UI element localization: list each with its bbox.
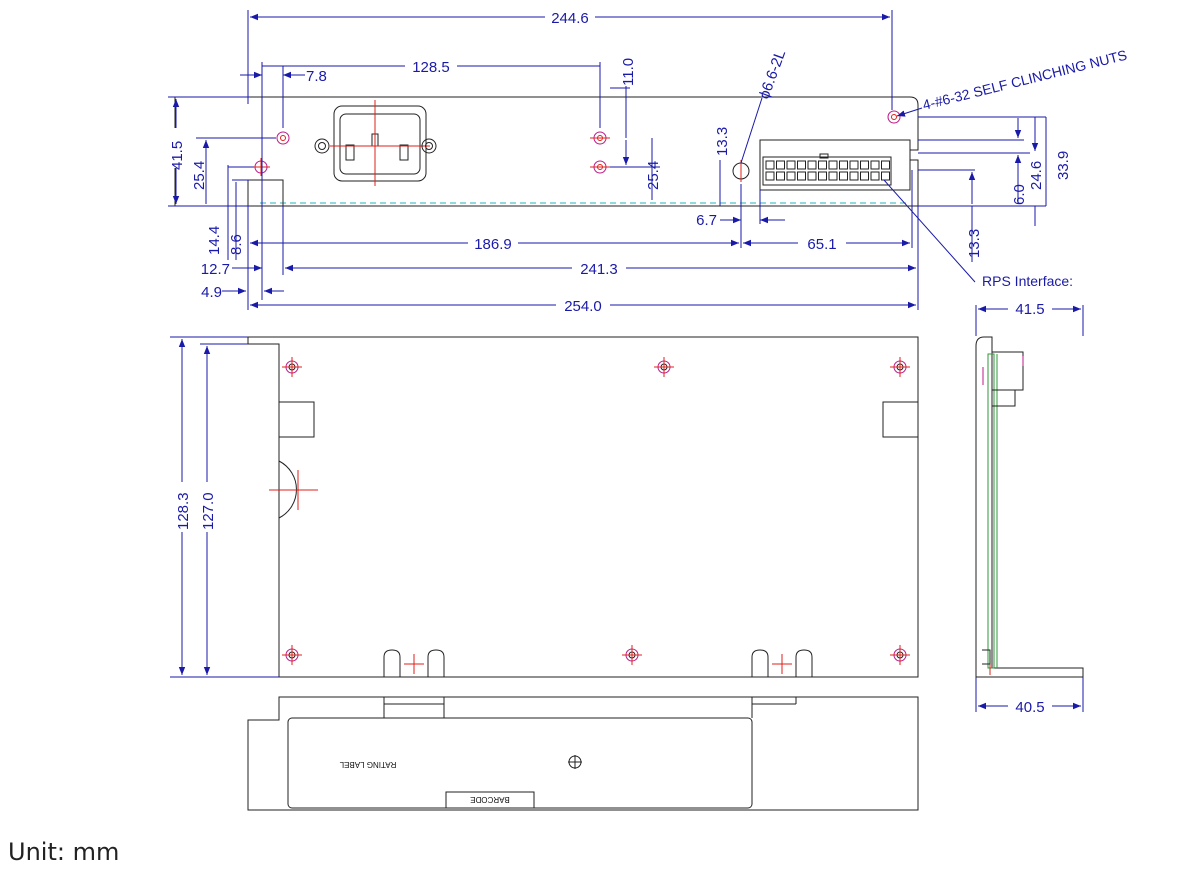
dim-25-4-right: 25.4	[645, 161, 662, 190]
dim-244-6: 244.6	[551, 10, 589, 27]
ac-inlet	[314, 100, 437, 186]
dim-241-3: 241.3	[580, 261, 618, 278]
mounting-hole	[890, 357, 910, 377]
dim-6-0: 6.0	[1011, 184, 1028, 205]
dim-65-1: 65.1	[807, 236, 836, 253]
mounting-hole	[890, 645, 910, 665]
dim-24-6: 24.6	[1028, 161, 1045, 190]
dim-4-9: 4.9	[201, 284, 222, 301]
rps-interface-label: RPS Interface:	[982, 273, 1073, 289]
dim-12-7: 12.7	[201, 261, 230, 278]
dim-13-3-lower: 13.3	[966, 229, 983, 258]
dim-127-0: 127.0	[200, 492, 217, 530]
front-dimensions: 244.6 7.8 128.5 11.0 25.4 ϕ6.6-2L 4-#6-3…	[168, 8, 1129, 315]
mounting-hole	[282, 357, 302, 377]
mounting-hole	[282, 645, 302, 665]
dim-side-40-5: 40.5	[1015, 699, 1044, 716]
hole-spec: ϕ6.6-2L	[756, 48, 789, 102]
dim-254-0: 254.0	[564, 298, 602, 315]
rating-label: RATING LABEL	[339, 760, 396, 769]
dim-33-9: 33.9	[1055, 151, 1072, 180]
mounting-hole	[622, 645, 642, 665]
dim-41-5: 41.5	[169, 141, 186, 170]
unit-note: Unit: mm	[8, 838, 120, 866]
bottom-view: RATING LABEL BARCODE	[247, 696, 919, 811]
side-view: 41.5 40.5	[975, 300, 1084, 716]
dim-128-3: 128.3	[175, 492, 192, 530]
dim-186-9: 186.9	[474, 236, 512, 253]
dim-side-41-5: 41.5	[1015, 301, 1044, 318]
nut-callout: 4-#6-32 SELF CLINCHING NUTS	[921, 47, 1129, 113]
barcode-label: BARCODE	[470, 795, 510, 804]
front-view	[174, 96, 919, 207]
dim-13-3-upper: 13.3	[714, 127, 731, 156]
dim-6-7: 6.7	[696, 212, 717, 229]
dim-8-6: 8.6	[228, 234, 245, 255]
dim-7-8: 7.8	[306, 68, 327, 85]
dim-128-5: 128.5	[412, 59, 450, 76]
mounting-hole	[654, 357, 674, 377]
plan-view: 128.3 127.0	[170, 336, 919, 678]
rps-connector	[759, 139, 911, 191]
front-notch	[247, 179, 284, 206]
dim-25-4-left: 25.4	[191, 161, 208, 190]
front-panel-outline	[174, 96, 919, 207]
dim-14-4: 14.4	[206, 226, 223, 255]
dim-11-0: 11.0	[620, 58, 637, 86]
